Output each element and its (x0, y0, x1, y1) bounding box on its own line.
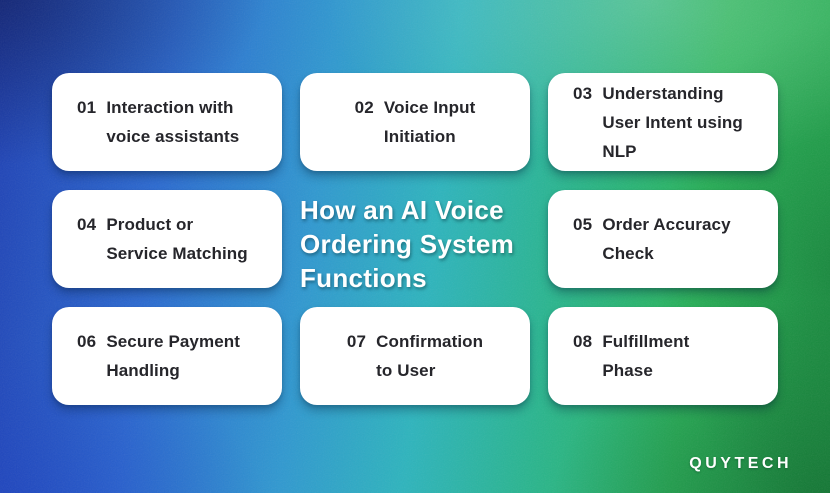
step-number: 06 (77, 332, 97, 351)
step-label: Confirmation to User (376, 332, 484, 380)
step-number: 08 (573, 332, 593, 351)
step-card-06: 06 Secure Payment Handling (52, 307, 282, 405)
step-number: 05 (573, 215, 593, 234)
step-label: Interaction with voice assistants (106, 98, 240, 146)
step-number: 01 (77, 98, 97, 117)
title-cell: How an AI Voice Ordering System Function… (300, 190, 530, 293)
step-card-05: 05 Order Accuracy Check (548, 190, 778, 288)
step-label: Understanding User Intent using NLP (602, 83, 743, 161)
quytech-logo: QUYTECH (689, 455, 792, 472)
step-card-03: 03 Understanding User Intent using NLP (548, 73, 778, 171)
step-label: Secure Payment Handling (106, 332, 241, 380)
step-number: 03 (573, 83, 593, 103)
step-label: Order Accuracy Check (602, 215, 731, 263)
page-title: How an AI Voice Ordering System Function… (300, 195, 515, 293)
step-card-01: 01 Interaction with voice assistants (52, 73, 282, 171)
step-card-08: 08 Fulfillment Phase (548, 307, 778, 405)
step-number: 07 (346, 332, 367, 351)
step-card-07: 07 Confirmation to User (300, 307, 530, 405)
step-number: 04 (77, 215, 97, 234)
steps-grid: 01 Interaction with voice assistants 02 … (52, 73, 778, 405)
step-label: Fulfillment Phase (602, 332, 690, 380)
step-label: Voice Input Initiation (383, 98, 476, 146)
step-card-02: 02 Voice Input Initiation (300, 73, 530, 171)
step-card-04: 04 Product or Service Matching (52, 190, 282, 288)
step-number: 02 (354, 98, 374, 117)
step-label: Product or Service Matching (106, 215, 248, 263)
